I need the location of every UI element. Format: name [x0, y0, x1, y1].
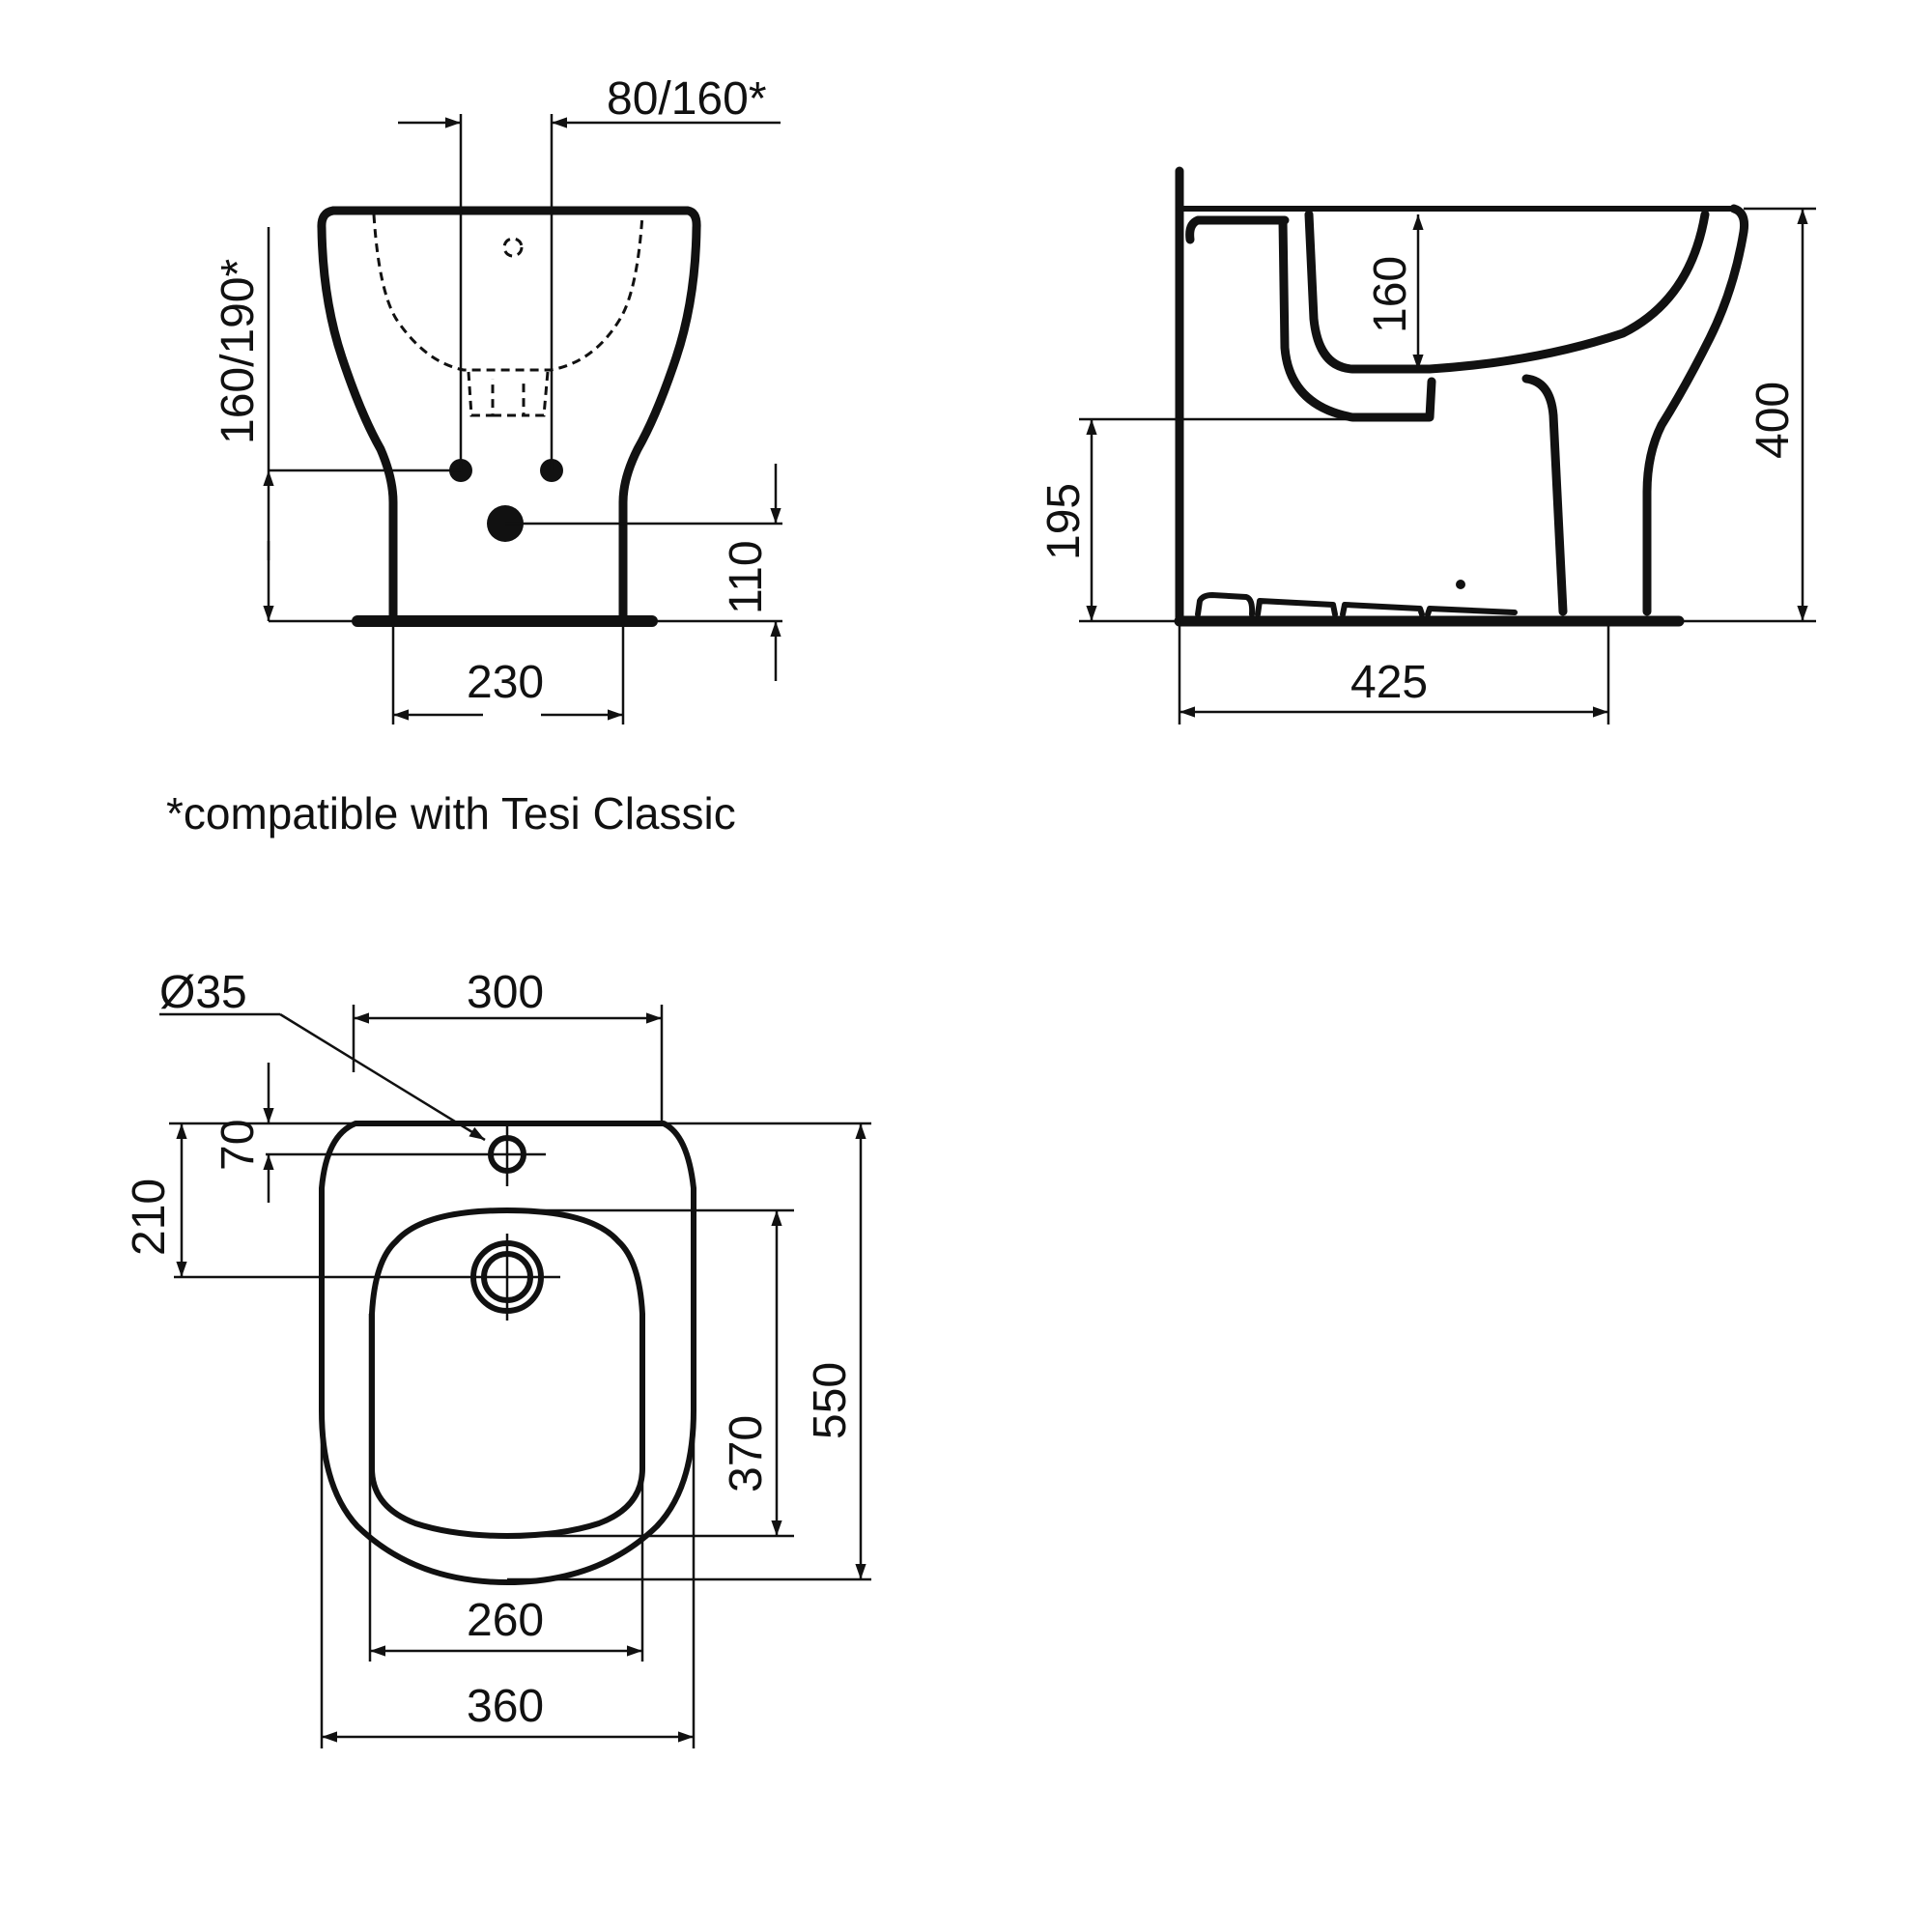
dim-bowl-length-label: 370	[721, 1415, 772, 1492]
front-view: 80/160* 160/190* 110 230	[213, 73, 782, 724]
dim-bowl-width-label: 260	[467, 1595, 544, 1646]
dim-total-length-label: 550	[805, 1362, 856, 1439]
front-drain-hidden	[467, 371, 550, 417]
dim-drain-offset-label: 210	[124, 1179, 175, 1256]
dim-tap-offset-label: 70	[213, 1120, 264, 1171]
hole-diameter-label: Ø35	[159, 967, 247, 1018]
dim-bowl-depth-label: 160	[1365, 256, 1416, 333]
dim-depth-label: 425	[1350, 657, 1428, 708]
side-view: 160 195 400 425	[1038, 166, 1816, 724]
dim-spacing-label: 80/160*	[607, 73, 767, 125]
dim-total-height-label: 400	[1747, 382, 1799, 459]
side-body-outline	[1642, 204, 1748, 616]
side-bowl-outline	[1304, 210, 1710, 374]
dim-rear-width-label: 300	[467, 967, 544, 1018]
front-overflow-hole	[502, 237, 524, 258]
dim-height-label: 160/190*	[213, 259, 264, 444]
footnote: *compatible with Tesi Classic	[166, 788, 736, 838]
dim-base-width-label: 230	[467, 657, 544, 708]
dim-total-width-label: 360	[467, 1681, 544, 1732]
front-bowl-hidden-line	[372, 213, 644, 372]
dim-drain-label: 110	[721, 540, 772, 614]
dim-outlet-height-label: 195	[1038, 483, 1090, 560]
plan-outer-outline	[319, 1121, 696, 1585]
front-body-outline	[317, 206, 701, 623]
plan-view: Ø35 300 70 210 370 550 260	[124, 967, 871, 1748]
